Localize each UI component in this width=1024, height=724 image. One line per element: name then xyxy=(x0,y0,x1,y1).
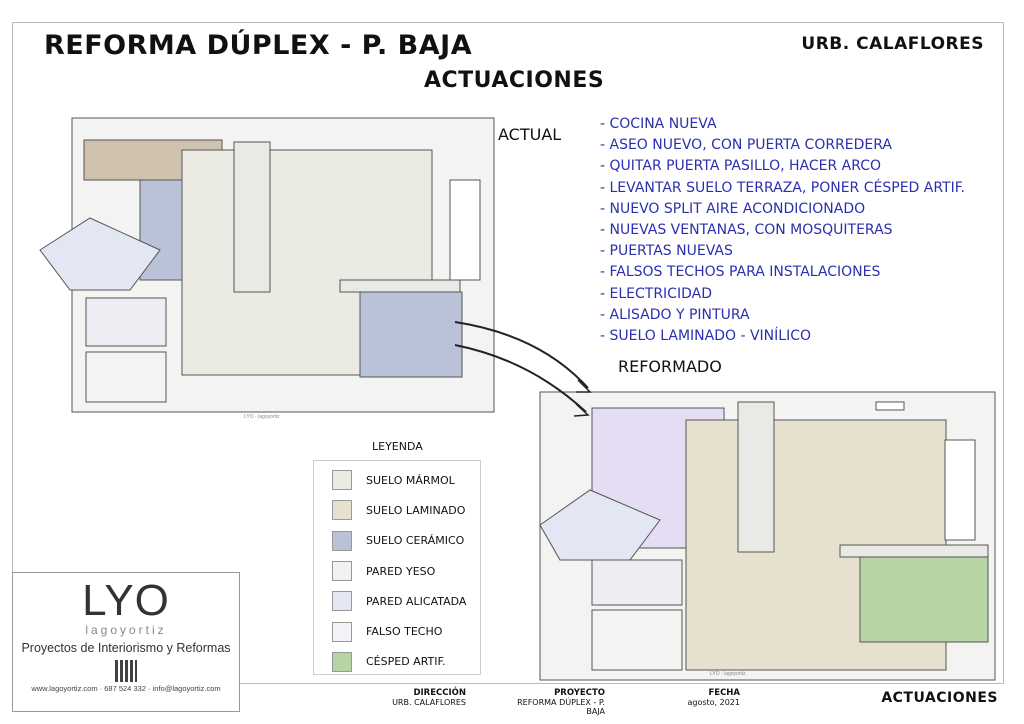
title-block-project: PROYECTO REFORMA DÚPLEX - P. BAJA xyxy=(500,688,605,716)
title-block-date: FECHA agosto, 2021 xyxy=(680,688,740,707)
action-item: - COCINA NUEVA xyxy=(600,116,717,132)
plan-reformado-caption: LYO - lagoyortiz xyxy=(710,671,746,677)
contact-info: www.lagoyortiz.com · 687 524 332 · info@… xyxy=(31,684,221,693)
company-logo-block: LYO lagoyortiz Proyectos de Interiorismo… xyxy=(12,572,240,712)
legend-label: SUELO MÁRMOL xyxy=(366,473,455,487)
page-subtitle: ACTUACIONES xyxy=(424,68,605,93)
legend-item: SUELO CERÁMICO xyxy=(332,526,480,556)
action-item: - QUITAR PUERTA PASILLO, HACER ARCO xyxy=(600,158,882,175)
transition-arrows xyxy=(454,321,592,417)
legend-label: SUELO LAMINADO xyxy=(366,503,466,517)
address-value: URB. CALAFLORES xyxy=(392,698,466,707)
legend-item: SUELO LAMINADO xyxy=(332,495,480,525)
date-label: FECHA xyxy=(708,688,740,698)
logo-tagline: Proyectos de Interiorismo y Reformas xyxy=(21,641,231,655)
legend-label: PARED YESO xyxy=(366,564,436,578)
address-label: DIRECCIÓN xyxy=(413,688,466,698)
legend-item: CÉSPED ARTIF. xyxy=(332,647,480,677)
legend-item: SUELO MÁRMOL xyxy=(332,465,480,495)
action-item: - ALISADO Y PINTURA xyxy=(600,306,750,323)
action-item: - SUELO LAMINADO - VINÍLICO xyxy=(600,328,811,345)
legend: SUELO MÁRMOL SUELO LAMINADO SUELO CERÁMICO… xyxy=(313,460,481,675)
qr-code-icon xyxy=(115,660,137,682)
legend-item: PARED ALICATADA xyxy=(332,586,480,616)
plan-reformado xyxy=(539,391,996,681)
label-reformado: REFORMADO xyxy=(618,357,722,376)
date-value: agosto, 2021 xyxy=(687,698,740,707)
legend-label: PARED ALICATADA xyxy=(366,594,467,608)
legend-swatch xyxy=(332,591,352,612)
action-item: - PUERTAS NUEVAS xyxy=(600,243,733,260)
legend-swatch xyxy=(332,500,352,521)
title-block-address: DIRECCIÓN URB. CALAFLORES xyxy=(390,688,466,707)
legend-swatch xyxy=(332,470,352,491)
action-item: - NUEVAS VENTANAS, CON MOSQUITERAS xyxy=(600,222,893,239)
action-item: - ELECTRICIDAD xyxy=(600,285,712,302)
legend-item: FALSO TECHO xyxy=(332,616,480,646)
plan-actual-caption: LYO - lagoyortiz xyxy=(244,414,280,420)
legend-swatch xyxy=(332,561,352,582)
logo-mark: LYO xyxy=(82,576,170,625)
plan-actual xyxy=(39,117,495,413)
action-item: - LEVANTAR SUELO TERRAZA, PONER CÉSPED A… xyxy=(600,179,965,196)
action-item: - ASEO NUEVO, CON PUERTA CORREDERA xyxy=(600,137,893,154)
actions-list: - COCINA NUEVA - ASEO NUEVO, CON PUERTA … xyxy=(600,114,965,347)
action-item: - NUEVO SPLIT AIRE ACONDICIONADO xyxy=(600,200,866,217)
legend-swatch xyxy=(332,530,352,551)
legend-label: CÉSPED ARTIF. xyxy=(366,655,446,669)
project-label: PROYECTO xyxy=(554,688,605,698)
page-title: REFORMA DÚPLEX - P. BAJA xyxy=(44,30,473,61)
legend-swatch xyxy=(332,651,352,672)
label-actual: ACTUAL xyxy=(498,125,562,144)
legend-swatch xyxy=(332,621,352,642)
sheet-frame xyxy=(12,22,1004,684)
legend-label: SUELO CERÁMICO xyxy=(366,534,465,548)
legend-title: LEYENDA xyxy=(372,440,423,453)
project-value: REFORMA DÚPLEX - P. BAJA xyxy=(517,698,605,716)
location-label: URB. CALAFLORES xyxy=(801,34,984,54)
sheet-name: ACTUACIONES xyxy=(881,690,998,706)
legend-item: PARED YESO xyxy=(332,556,480,586)
logo-name: lagoyortiz xyxy=(85,623,167,637)
legend-label: FALSO TECHO xyxy=(366,625,443,639)
action-item: - FALSOS TECHOS PARA INSTALACIONES xyxy=(600,264,881,281)
